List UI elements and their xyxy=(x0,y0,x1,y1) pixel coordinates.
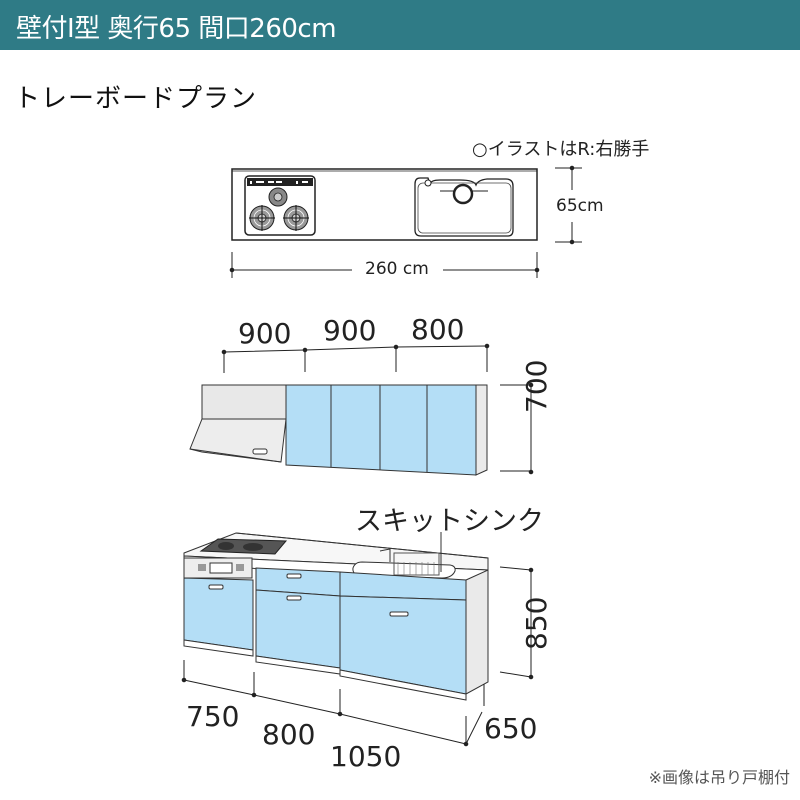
header-bar: 壁付I型 奥行65 間口260cm xyxy=(0,0,800,50)
range-hood xyxy=(189,384,287,463)
stove-icon xyxy=(199,538,288,555)
wall-cabinet-height-dimension xyxy=(500,382,534,475)
wall-height-label: 700 xyxy=(520,359,553,413)
stove-burners-icon xyxy=(244,175,316,236)
top-width-dimension xyxy=(229,252,540,278)
base-width-label-1: 750 xyxy=(186,700,240,733)
plan-title: トレーボードプラン xyxy=(14,84,258,114)
wall-width-label-1: 900 xyxy=(238,317,292,350)
base-height-label: 850 xyxy=(520,596,553,650)
base-cabinet-doors xyxy=(183,567,489,701)
wall-cabinet-doors xyxy=(285,384,488,476)
base-cabinet-height-dimension xyxy=(499,566,534,680)
control-panel xyxy=(183,557,253,579)
base-depth-label: 650 xyxy=(484,712,538,745)
wall-cabinet-dimension-lines xyxy=(221,343,490,373)
base-width-label-2: 800 xyxy=(262,718,316,751)
page-title: 壁付I型 奥行65 間口260cm xyxy=(16,14,337,44)
top-depth-label: 65cm xyxy=(556,196,604,216)
sink-label: スキットシンク xyxy=(355,506,544,537)
footnote: ※画像は吊り戸棚付 xyxy=(648,768,790,787)
base-width-label-3: 1050 xyxy=(330,740,402,773)
top-depth-dimension xyxy=(555,165,582,245)
sink-icon xyxy=(414,177,514,237)
wall-width-label-3: 800 xyxy=(411,313,465,346)
top-width-label: 260 cm xyxy=(365,259,429,279)
handedness-note: ○イラストはR:右勝手 xyxy=(472,139,650,160)
base-cabinet-width-dimension xyxy=(181,660,485,747)
wall-width-label-2: 900 xyxy=(323,314,377,347)
